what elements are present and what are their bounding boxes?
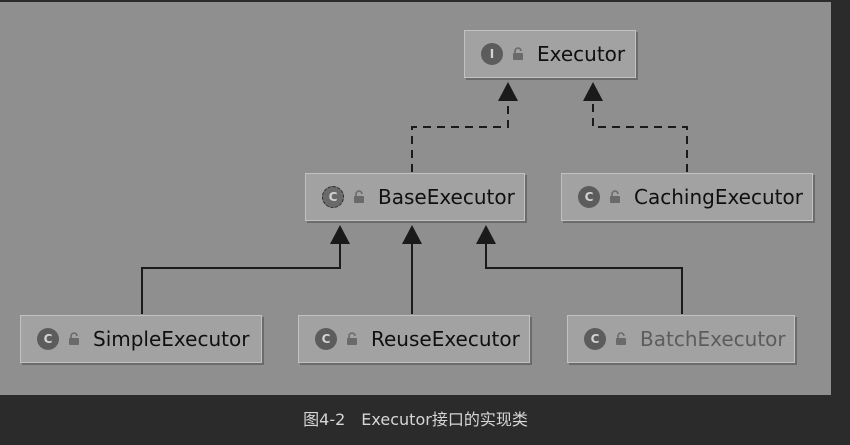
node-executor[interactable]: I Executor <box>464 30 636 78</box>
class-icon: C <box>584 328 606 350</box>
class-icon: C <box>315 328 337 350</box>
node-label: CachingExecutor <box>634 185 803 209</box>
class-icon: C <box>578 186 600 208</box>
lock-icon <box>354 190 364 203</box>
lock-icon <box>69 332 79 345</box>
node-label: BaseExecutor <box>378 185 515 209</box>
edge-batch-to-base <box>476 225 683 314</box>
edge-reuse-to-base <box>402 225 422 314</box>
node-simple-executor[interactable]: C SimpleExecutor <box>20 315 262 363</box>
class-icon: C <box>37 328 59 350</box>
node-label: ReuseExecutor <box>371 327 520 351</box>
node-label: SimpleExecutor <box>93 327 250 351</box>
abstract-class-icon: C <box>322 186 344 208</box>
lock-icon <box>347 332 357 345</box>
node-reuse-executor[interactable]: C ReuseExecutor <box>298 315 530 363</box>
node-label: Executor <box>537 42 626 66</box>
edge-caching-to-executor <box>583 82 688 172</box>
node-caching-executor[interactable]: C CachingExecutor <box>561 173 813 221</box>
lock-icon <box>513 47 523 60</box>
node-base-executor[interactable]: C BaseExecutor <box>305 173 525 221</box>
lock-icon <box>616 332 626 345</box>
interface-icon: I <box>481 43 503 65</box>
figure-caption: 图4-2 Executor接口的实现类 <box>303 410 528 429</box>
node-batch-executor[interactable]: C BatchExecutor <box>567 315 795 363</box>
edge-simple-to-base <box>141 225 350 314</box>
edge-base-to-executor <box>411 82 518 172</box>
lock-icon <box>610 190 620 203</box>
node-label: BatchExecutor <box>640 327 786 351</box>
